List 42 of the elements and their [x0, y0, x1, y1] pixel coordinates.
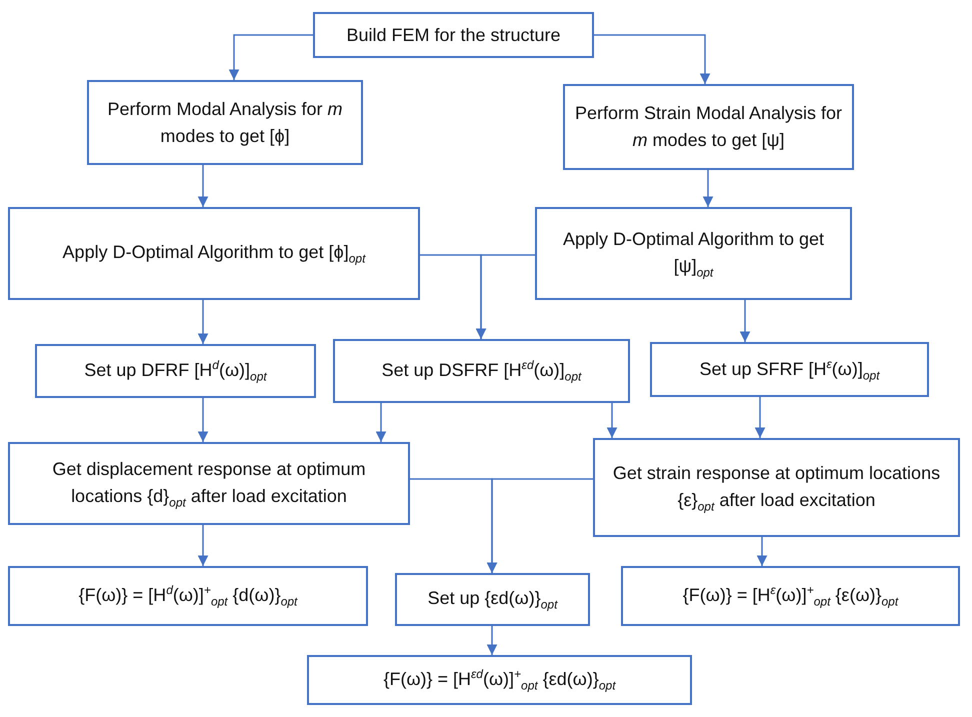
box-label: {F(ω)} = [H$^{εd}$(ω)]$^{+}$$_{opt}$ {εd(ω)}$_{opt}$: [383, 666, 616, 695]
arrow: [486, 626, 498, 655]
box-label: Set up SFRF [H$^{ε}$(ω)]$_{opt}$: [699, 356, 880, 384]
process-box: [593, 438, 960, 537]
arrow: [228, 34, 313, 80]
box-label: Set up {εd(ω)}$_{opt}$: [428, 587, 558, 614]
box-label: Perform Strain Modal Analysis form modes to get [ψ]: [574, 102, 844, 152]
box-label: Set up DSFRF [H$^{εd}$(ω)]$_{opt}$: [382, 357, 582, 386]
box-label: Apply D-Optimal Algorithm to get [ψ]$_{opt}$: [562, 228, 826, 282]
box-label: Set up DFRF [H$^{d}$(ω)]$_{opt}$: [84, 357, 267, 386]
process-box: [650, 342, 929, 397]
arrow: [476, 254, 535, 339]
process-box: [8, 442, 410, 525]
arrow: [376, 403, 386, 442]
box-label: {F(ω)} = [H$^{d}$(ω)]$^{+}$$_{opt}$ {d(ω)}$_{opt}$: [78, 582, 298, 611]
process-box: [313, 12, 594, 58]
arrow: [198, 398, 208, 442]
process-box: [395, 573, 590, 626]
arrow: [198, 165, 208, 207]
arrow: [756, 537, 768, 566]
process-box: [621, 566, 960, 626]
arrow: [594, 34, 710, 84]
arrow: [740, 300, 750, 342]
process-box: [87, 80, 363, 165]
box-label: Apply D-Optimal Algorithm to get [ϕ]$_{opt}$: [62, 241, 366, 268]
box-label: {F(ω)} = [H$^{ε}$(ω)]$^{+}$$_{opt}$ {ε(ω)}$_{opt}$: [682, 582, 898, 611]
process-box: [563, 84, 854, 170]
arrow: [486, 478, 593, 573]
process-box: [35, 344, 316, 398]
box-label: Get displacement response at optimum locations {d}$_{opt}$ after load excitation: [51, 458, 367, 512]
arrow: [198, 300, 208, 344]
arrow: [754, 397, 766, 438]
box-label: Build FEM for the structure: [346, 24, 561, 46]
arrow: [198, 525, 208, 566]
process-box: [535, 207, 852, 300]
process-box: [307, 655, 692, 705]
arrow: [702, 170, 714, 207]
box-label: Get strain response at optimum locations {ε}$_{opt}$ after load excitation: [612, 462, 942, 516]
process-box: [8, 566, 368, 626]
process-box: [8, 207, 420, 300]
arrow: [606, 403, 618, 438]
process-box: [333, 339, 630, 403]
